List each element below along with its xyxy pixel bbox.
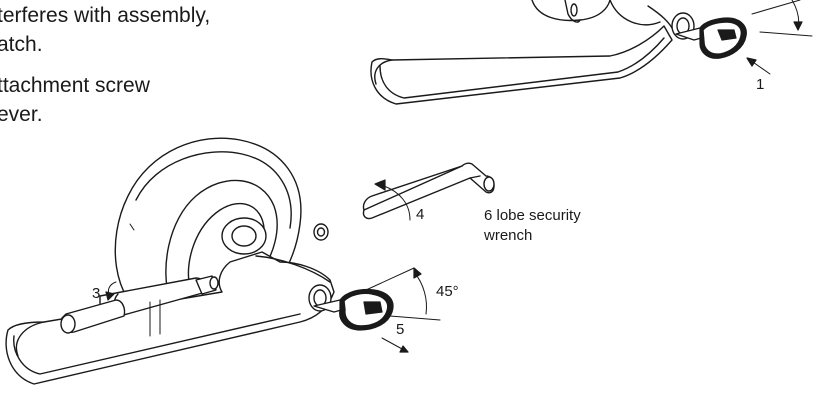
wrench-label-line-2: wrench [484,227,533,244]
wrench-label-line-1: 6 lobe security [484,207,581,224]
callout-angle-45: 45° [436,283,459,300]
instruction-text-line-2: atch. [0,33,43,56]
callout-step-3: 3 [92,285,101,302]
callout-step-4: 4 [416,206,425,223]
instruction-text-line-4: ever. [0,103,43,126]
instruction-text-line-3: ttachment screw [0,74,150,97]
callout-step-1: 1 [756,76,765,93]
callout-step-5: 5 [396,321,405,338]
instruction-text-line-1: terferes with assembly, [0,4,211,27]
